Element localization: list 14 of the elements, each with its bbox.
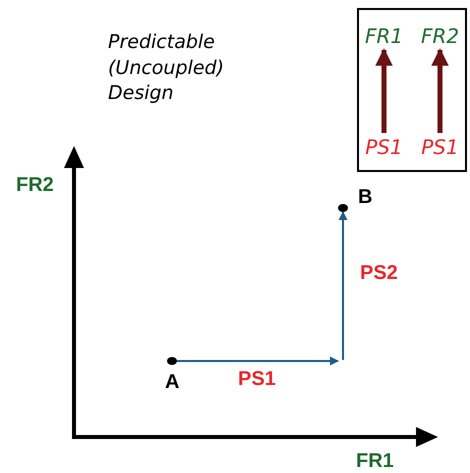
arrow xyxy=(375,48,393,133)
parameter-label: PS1 xyxy=(361,133,407,161)
arrow xyxy=(338,211,348,360)
requirement-label: FR2 xyxy=(416,22,464,50)
heading-note: Predictable (Uncoupled) Design xyxy=(108,30,225,106)
arrow xyxy=(431,48,449,133)
axis-label: FR1 xyxy=(356,449,395,473)
axis-label: FR2 xyxy=(16,173,55,198)
inset-panel xyxy=(357,8,467,172)
arrow xyxy=(177,356,339,366)
point-label: A xyxy=(165,371,180,394)
requirement-label: FR1 xyxy=(361,22,407,50)
parameter-label: PS1 xyxy=(416,133,464,161)
point-label: B xyxy=(358,186,372,209)
